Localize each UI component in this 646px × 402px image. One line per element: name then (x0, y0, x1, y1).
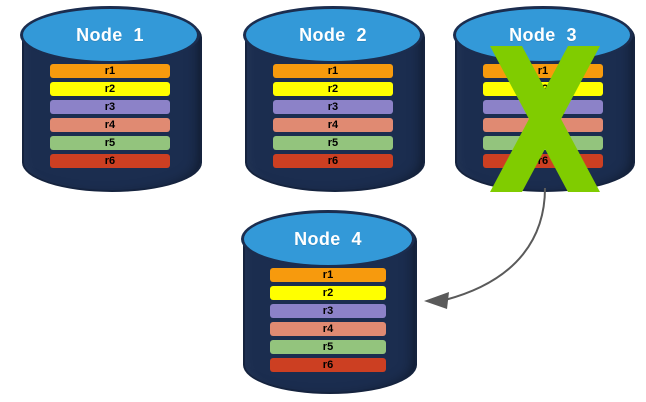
row-r1: r1 (50, 64, 170, 78)
row-r1: r1 (270, 268, 386, 282)
row-r6: r6 (270, 358, 386, 372)
row-r1: r1 (273, 64, 393, 78)
row-r6: r6 (483, 154, 603, 168)
cylinder-top: Node 2 (243, 6, 423, 64)
row-r4: r4 (270, 322, 386, 336)
row-list: r1 r2 r3 r4 r5 r6 (243, 268, 413, 390)
row-r2: r2 (483, 82, 603, 96)
row-r2: r2 (270, 286, 386, 300)
row-r3: r3 (273, 100, 393, 114)
node-node4[interactable]: Node 4 r1 r2 r3 r4 r5 r6 (241, 210, 417, 394)
row-list: r1 r2 r3 r4 r5 r6 (455, 64, 631, 188)
row-list: r1 r2 r3 r4 r5 r6 (22, 64, 198, 188)
row-r4: r4 (50, 118, 170, 132)
row-r5: r5 (483, 136, 603, 150)
node-title: Node 3 (509, 24, 577, 45)
cylinder-top: Node 4 (241, 210, 415, 268)
node-node2[interactable]: Node 2 r1 r2 r3 r4 r5 r6 (243, 6, 425, 192)
node-title: Node 2 (299, 24, 367, 45)
row-r1: r1 (483, 64, 603, 78)
row-r4: r4 (273, 118, 393, 132)
row-r3: r3 (270, 304, 386, 318)
node-title: Node 4 (294, 228, 362, 249)
row-r5: r5 (273, 136, 393, 150)
cylinder-top: Node 3 (453, 6, 633, 64)
row-r3: r3 (50, 100, 170, 114)
row-r4: r4 (483, 118, 603, 132)
cylinder-top: Node 1 (20, 6, 200, 64)
node-node1[interactable]: Node 1 r1 r2 r3 r4 r5 r6 (20, 6, 202, 192)
row-list: r1 r2 r3 r4 r5 r6 (245, 64, 421, 188)
row-r5: r5 (50, 136, 170, 150)
node-node3[interactable]: Node 3 r1 r2 r3 r4 r5 r6 (453, 6, 635, 192)
row-r2: r2 (50, 82, 170, 96)
row-r6: r6 (50, 154, 170, 168)
arrow-curve (444, 187, 546, 301)
row-r3: r3 (483, 100, 603, 114)
row-r6: r6 (273, 154, 393, 168)
arrow-head (424, 292, 449, 309)
node-title: Node 1 (76, 24, 144, 45)
row-r5: r5 (270, 340, 386, 354)
row-r2: r2 (273, 82, 393, 96)
